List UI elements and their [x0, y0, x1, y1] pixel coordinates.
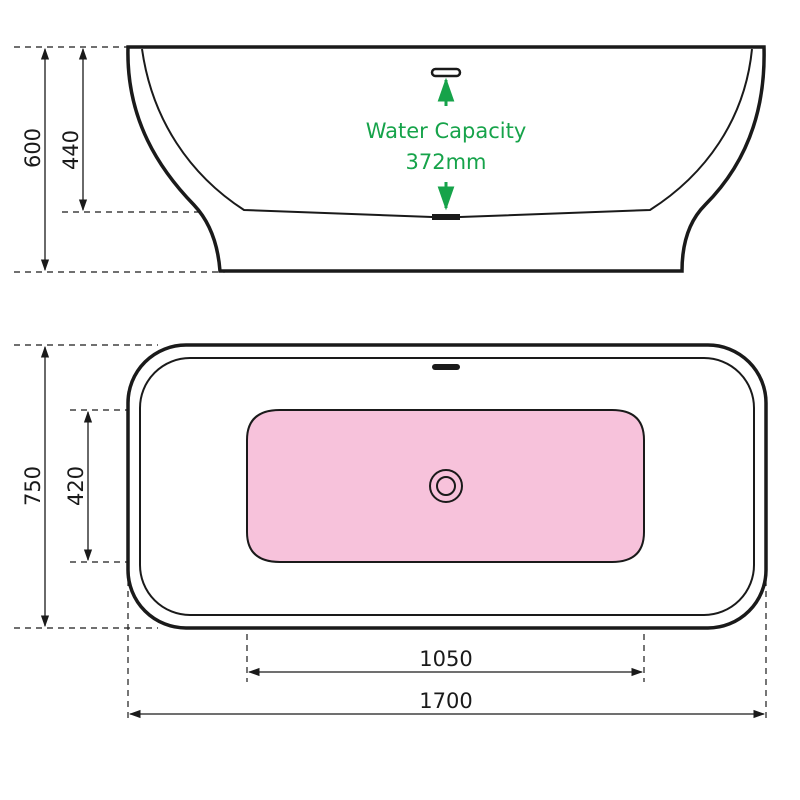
drain-outlet [432, 214, 460, 220]
side-view: 600 440 Water Capacity 372mm [14, 45, 766, 273]
basin-floor [246, 409, 645, 563]
top-view: 750 420 1050 1700 [14, 343, 768, 722]
overall-length-label: 1700 [419, 689, 472, 713]
overflow-outlet [430, 67, 462, 78]
basin-length-label: 1050 [419, 647, 472, 671]
overall-height-label: 600 [21, 128, 45, 168]
basin-width-label: 420 [64, 466, 88, 506]
water-capacity-value: 372mm [406, 150, 487, 174]
drain-inner-ring [436, 476, 456, 496]
overflow-outlet-top [432, 364, 460, 370]
water-depth-label: 440 [59, 130, 83, 170]
drain-outer-ring [429, 469, 463, 503]
overall-width-label: 750 [21, 466, 45, 506]
water-capacity-label: Water Capacity [366, 119, 527, 143]
